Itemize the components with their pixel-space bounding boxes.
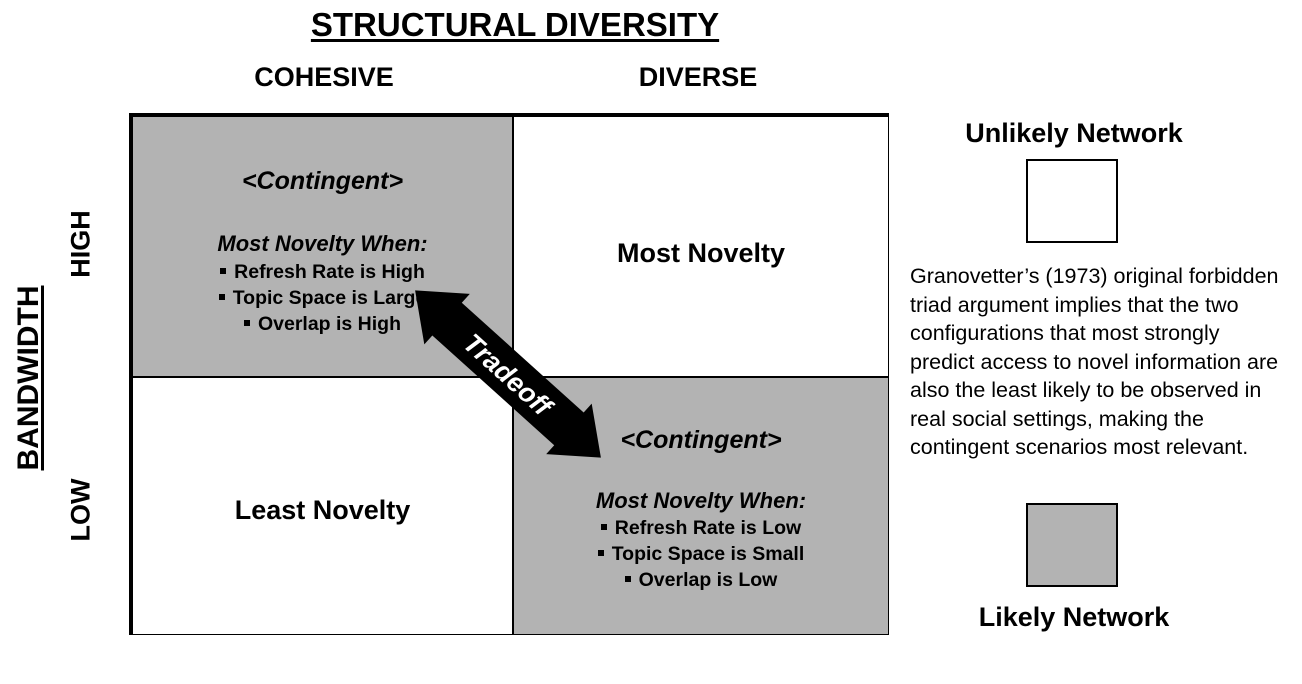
bullet-icon — [624, 575, 631, 582]
cell-low-diverse-heading: <Contingent> — [620, 426, 782, 454]
bullet-icon — [220, 267, 227, 274]
condition-item: Topic Space is Large — [133, 287, 512, 310]
cell-low-cohesive: Least Novelty — [132, 377, 513, 635]
condition-item: Refresh Rate is High — [133, 261, 512, 284]
cell-high-cohesive-subheading: Most Novelty When: — [217, 231, 428, 256]
double-arrow-shape — [415, 290, 601, 458]
bullet-icon — [243, 319, 250, 326]
cell-high-diverse-label: Most Novelty — [616, 238, 786, 268]
legend-likely-swatch — [1026, 503, 1118, 587]
cell-high-diverse: Most Novelty — [513, 116, 889, 377]
condition-text: Topic Space is Large — [232, 287, 427, 309]
bullet-icon — [218, 293, 225, 300]
condition-text: Overlap is Low — [638, 569, 778, 591]
bullet-icon — [597, 549, 604, 556]
condition-item: Overlap is High — [133, 313, 512, 336]
cell-low-diverse: <Contingent> Most Novelty When: Refresh … — [513, 377, 889, 635]
bullet-icon — [600, 523, 607, 530]
condition-item: Topic Space is Small — [514, 543, 888, 566]
tradeoff-label: Tradeoff — [458, 328, 560, 424]
legend-unlikely-swatch — [1026, 159, 1118, 243]
condition-text: Overlap is High — [257, 313, 402, 335]
condition-text: Topic Space is Small — [611, 543, 805, 565]
legend-unlikely-label: Unlikely Network — [965, 118, 1183, 148]
condition-text: Refresh Rate is Low — [614, 517, 802, 539]
cell-low-cohesive-label: Least Novelty — [234, 495, 411, 525]
cell-low-diverse-subheading: Most Novelty When: — [595, 488, 807, 513]
condition-text: Refresh Rate is High — [234, 261, 425, 283]
condition-item: Refresh Rate is Low — [514, 517, 888, 540]
cell-high-cohesive-heading: <Contingent> — [241, 167, 404, 195]
column-header-cohesive: COHESIVE — [254, 62, 394, 92]
diagram-title: STRUCTURAL DIVERSITY — [310, 6, 720, 43]
column-header-diverse: DIVERSE — [638, 62, 758, 92]
legend-likely-label: Likely Network — [978, 602, 1170, 632]
description-text: Granovetter’s (1973) original forbidden … — [910, 264, 1279, 459]
condition-item: Overlap is Low — [514, 569, 888, 592]
